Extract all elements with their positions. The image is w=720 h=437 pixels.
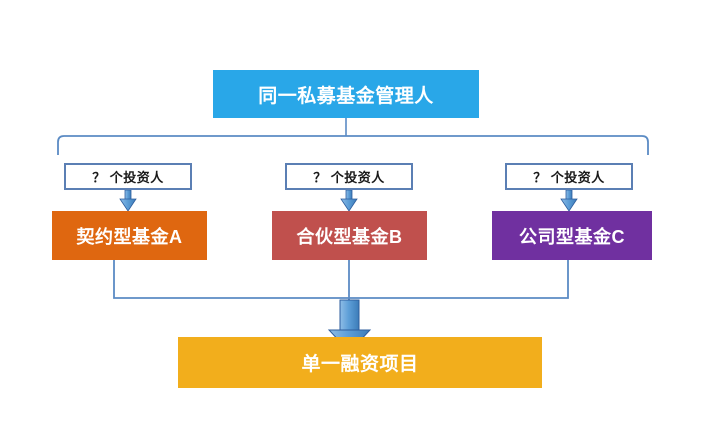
node-fund-corporate-c[interactable]: 公司型基金C: [492, 211, 652, 260]
node-fund-contractual-a-label: 契约型基金A: [76, 226, 183, 247]
node-fund-manager[interactable]: 同一私募基金管理人: [213, 70, 479, 118]
label-investor-count-b-text: ？ 个投资人: [313, 170, 385, 185]
label-investor-count-a-text: ？ 个投资人: [92, 170, 164, 185]
node-fund-contractual-a[interactable]: 契约型基金A: [52, 211, 207, 260]
arrow-investor-to-fund-b: [340, 189, 358, 212]
fund-c-merge-line: [349, 260, 569, 299]
arrow-investor-to-fund-c: [560, 189, 578, 212]
node-fund-manager-label: 同一私募基金管理人: [258, 85, 434, 107]
distribution-bracket: [57, 135, 649, 155]
label-investor-count-b[interactable]: ？ 个投资人: [285, 163, 413, 190]
label-investor-count-c-text: ？ 个投资人: [533, 170, 605, 185]
node-fund-partnership-b-label: 合伙型基金B: [296, 226, 403, 247]
arrow-investor-to-fund-a: [119, 189, 137, 212]
node-fund-corporate-c-label: 公司型基金C: [519, 226, 625, 247]
label-investor-count-a[interactable]: ？ 个投资人: [64, 163, 192, 190]
label-investor-count-c[interactable]: ？ 个投资人: [505, 163, 633, 190]
node-fund-partnership-b[interactable]: 合伙型基金B: [272, 211, 427, 260]
fund-a-merge-line: [113, 260, 349, 299]
node-single-financing-project[interactable]: 单一融资项目: [178, 337, 542, 388]
node-single-financing-project-label: 单一融资项目: [301, 354, 419, 375]
